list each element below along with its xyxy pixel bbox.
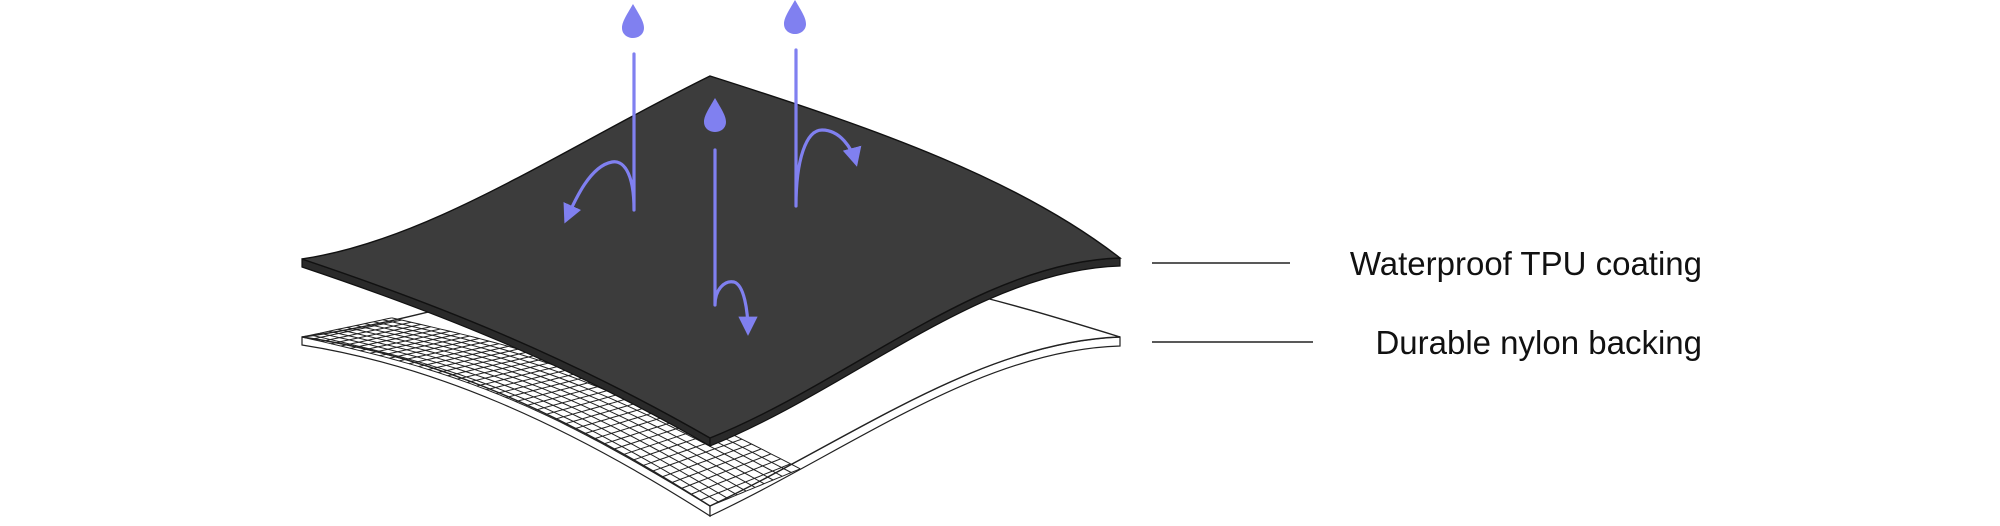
tpu-coating-layer — [301, 75, 1122, 448]
tpu-top-face — [301, 75, 1122, 439]
weave-line — [355, 325, 765, 485]
water-drop-3 — [704, 98, 758, 336]
water-drop-1 — [563, 4, 644, 224]
weave-line — [319, 332, 729, 500]
weave-line — [301, 336, 711, 507]
water-drop-icon — [704, 98, 726, 132]
water-path-3 — [713, 148, 758, 336]
weave-line — [328, 330, 738, 496]
nylon-backing-label: Durable nylon backing — [1375, 324, 1702, 361]
water-drop-icon — [784, 0, 806, 34]
water-repel-illustration — [563, 0, 862, 336]
water-path-1 — [563, 52, 636, 224]
weave-line — [337, 328, 747, 492]
weave-line — [310, 334, 720, 503]
tpu-coating-label: Waterproof TPU coating — [1350, 245, 1702, 282]
water-drop-icon — [622, 4, 644, 38]
layer-callouts: Waterproof TPU coating Durable nylon bac… — [1152, 245, 1702, 361]
water-drop-2 — [784, 0, 862, 208]
water-path-2 — [794, 48, 862, 208]
weave-line — [346, 326, 756, 488]
